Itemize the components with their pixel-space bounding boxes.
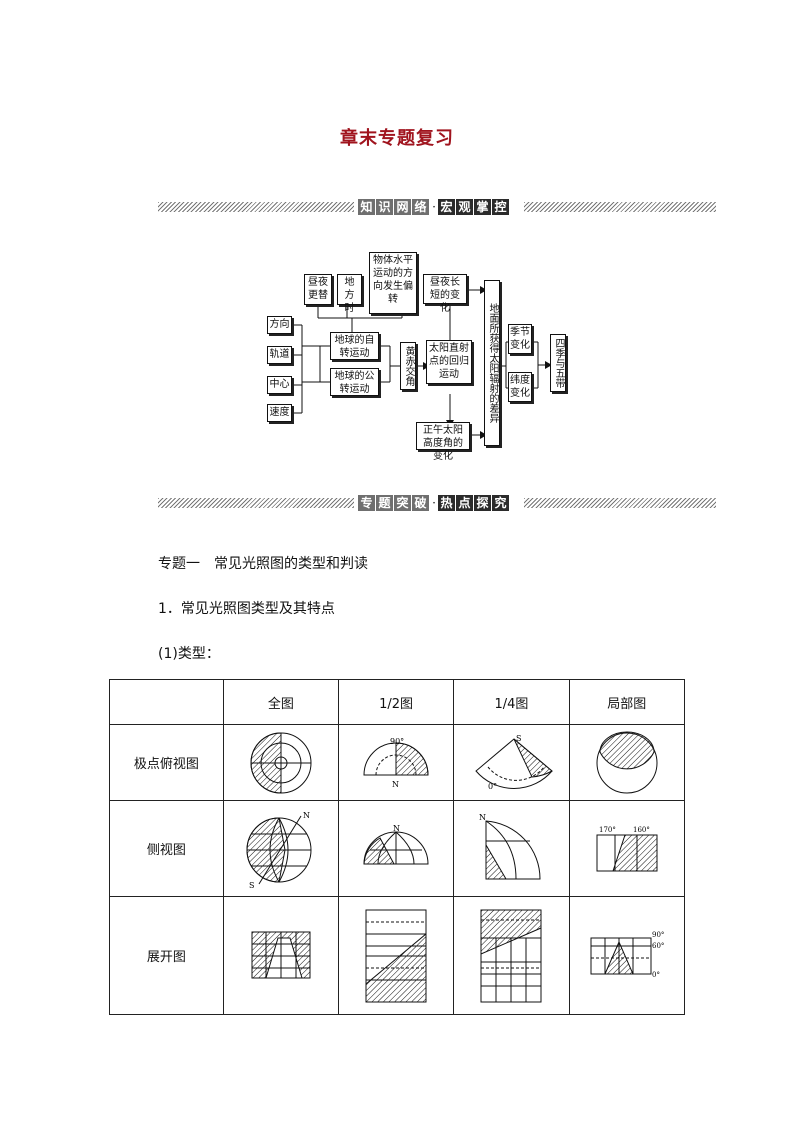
banner-dot: · [432, 200, 436, 214]
label-60: 60° [652, 942, 664, 950]
page-title: 章末专题复习 [340, 128, 454, 149]
banner-char: 控 [492, 199, 509, 215]
label-90: 90° [652, 931, 664, 939]
concept-noon-angle: 正午太阳高度角的变化 [416, 422, 470, 462]
label-s: S [249, 881, 254, 890]
banner-char: 破 [412, 495, 429, 511]
sub-heading: (1)类型： [158, 646, 220, 662]
banner-char: 究 [492, 495, 509, 511]
concept-map: 方向 轨道 中心 速度 地球的自转运动 地球的公转运动 昼夜更替 地方时 物体水… [262, 248, 572, 462]
table-header-cell: 1/4图 [453, 679, 570, 725]
table-row: 极点俯视图 90° N [109, 724, 686, 801]
banner-char: 宏 [438, 199, 455, 215]
topic-heading: 专题一 常见光照图的类型和判读 [158, 556, 368, 572]
banner-stripe-left [158, 202, 354, 212]
row-label: 极点俯视图 [109, 724, 224, 801]
concept-revolution: 地球的公转运动 [330, 368, 379, 396]
concept-speed: 速度 [267, 404, 292, 422]
banner-stripe-right [524, 498, 716, 508]
banner-char: 热 [438, 495, 455, 511]
figure-unfold-half [337, 896, 455, 1015]
table-header-cell: 1/2图 [337, 679, 455, 725]
concept-radiation: 地面所获得太阳辐射的差异 [484, 280, 500, 446]
section-banner-knowledge: 知 识 网 络 · 宏 观 掌 控 [158, 199, 716, 215]
table-header-cell: 局部图 [568, 679, 686, 725]
row-label: 展开图 [109, 896, 224, 1015]
section-banner-topic: 专 题 突 破 · 热 点 探 究 [158, 495, 716, 511]
label-n: N [392, 780, 399, 789]
concept-deflection: 物体水平运动的方向发生偏转 [369, 252, 417, 314]
light-map-types-table: 全图 1/2图 1/4图 局部图 极点俯视图 90° N [109, 679, 686, 1015]
row-label: 侧视图 [109, 800, 224, 897]
concept-center: 中心 [267, 376, 292, 394]
label-n: N [303, 811, 310, 820]
banner-char: 网 [394, 199, 411, 215]
label-0: 0° [488, 782, 497, 791]
figure-side-quarter: N [453, 800, 570, 897]
concept-day-night: 昼夜更替 [304, 274, 332, 305]
banner-char: 题 [376, 495, 393, 511]
concept-day-length: 昼夜长短的变化 [423, 274, 467, 314]
banner-char: 探 [474, 495, 491, 511]
banner-stripe-left [158, 498, 354, 508]
figure-polar-half: 90° N [337, 724, 455, 801]
concept-rotation: 地球的自转运动 [330, 332, 379, 360]
figure-side-local: 170° 160° [568, 800, 686, 897]
table-row: 侧视图 N S N [109, 800, 686, 897]
banner-chips: 知 识 网 络 · 宏 观 掌 控 [358, 199, 510, 215]
figure-unfold-full [222, 896, 339, 1015]
banner-char: 观 [456, 199, 473, 215]
banner-dot: · [432, 496, 436, 510]
figure-unfold-quarter [453, 896, 570, 1015]
figure-side-half: N [337, 800, 455, 897]
figure-polar-local [568, 724, 686, 801]
label-90: 90° [390, 737, 404, 746]
figure-unfold-local: 90° 60° 0° [568, 896, 686, 1015]
banner-char: 点 [456, 495, 473, 511]
figure-polar-quarter: S 0° [453, 724, 570, 801]
concept-sun-motion: 太阳直射点的回归运动 [426, 340, 472, 384]
label-160: 160° [633, 826, 650, 834]
figure-polar-full [222, 724, 339, 801]
table-header-cell [109, 679, 224, 725]
concept-season-change: 季节变化 [508, 324, 532, 354]
banner-char: 知 [358, 199, 375, 215]
figure-side-full: N S [222, 800, 339, 897]
label-s: S [516, 734, 521, 743]
banner-char: 专 [358, 495, 375, 511]
concept-map-connectors [292, 286, 552, 439]
banner-char: 掌 [474, 199, 491, 215]
concept-direction: 方向 [267, 316, 292, 334]
banner-stripe-right [524, 202, 716, 212]
label-n: N [393, 824, 400, 833]
table-header-cell: 全图 [222, 679, 339, 725]
concept-local-time: 地方时 [337, 274, 362, 314]
table-row: 展开图 [109, 896, 686, 1015]
table-header-row: 全图 1/2图 1/4图 局部图 [109, 679, 686, 725]
label-n: N [479, 813, 486, 822]
banner-char: 络 [412, 199, 429, 215]
concept-orbit: 轨道 [267, 346, 292, 364]
concept-result: 四季与五带 [550, 334, 566, 392]
concept-obliquity: 黄赤交角 [400, 342, 416, 390]
concept-latitude-change: 纬度变化 [508, 372, 532, 402]
label-0: 0° [652, 971, 660, 979]
point-heading: 1．常见光照图类型及其特点 [158, 601, 335, 617]
label-170: 170° [599, 826, 616, 834]
banner-char: 突 [394, 495, 411, 511]
banner-char: 识 [376, 199, 393, 215]
banner-chips: 专 题 突 破 · 热 点 探 究 [358, 495, 510, 511]
